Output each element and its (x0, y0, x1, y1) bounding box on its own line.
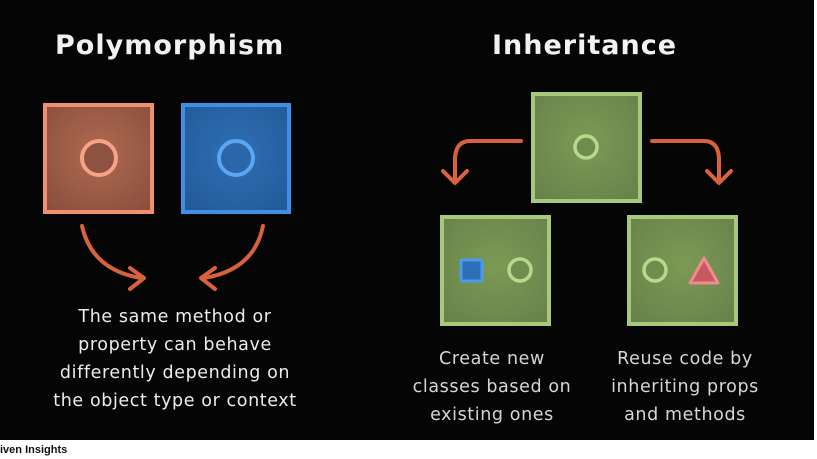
circle-icon (573, 134, 599, 160)
inheritance-caption-left: Create new classes based on existing one… (412, 349, 572, 425)
diagram-canvas (43, 92, 738, 326)
arrowhead-icon (128, 266, 146, 291)
parent-class-box (531, 92, 642, 203)
footer-text: iven Insights (0, 444, 68, 456)
curved-arrow-icon (80, 224, 143, 280)
arrowhead-icon (199, 266, 217, 291)
arrowhead-icon (441, 169, 469, 185)
inheritance-title: Inheritance (492, 30, 678, 61)
circle-icon (642, 257, 668, 283)
blue-object-box (181, 103, 291, 214)
polymorphism-description: The same method or property can behave d… (53, 307, 297, 411)
child-class-box-left (440, 215, 551, 326)
triangle-icon (688, 256, 720, 285)
orange-object-box (43, 103, 154, 214)
circle-icon (507, 257, 533, 283)
circle-icon (217, 139, 255, 177)
inheritance-caption-right: Reuse code by inheriting props and metho… (611, 349, 759, 425)
slide: Polymorphism Inheritance The same method… (0, 0, 814, 440)
circle-icon (80, 139, 118, 177)
polymorphism-title: Polymorphism (55, 30, 285, 61)
arrowhead-icon (705, 169, 733, 185)
child-class-box-right (627, 215, 738, 326)
curved-arrow-icon (453, 139, 523, 182)
curved-arrow-icon (650, 139, 721, 182)
curved-arrow-icon (202, 224, 265, 280)
square-icon (459, 258, 484, 283)
